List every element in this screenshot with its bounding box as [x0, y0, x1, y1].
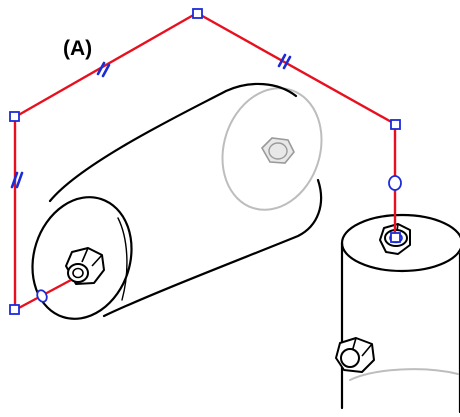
vertex-handle[interactable]: [192, 8, 203, 19]
side-nut-icon: [335, 337, 375, 373]
cylinder-body: [48, 82, 323, 318]
parallel-mark-icon: [96, 61, 111, 78]
vertex-handle[interactable]: [390, 119, 401, 130]
midpoint-handle[interactable]: [388, 175, 402, 191]
cylinder-rim-line: [117, 217, 128, 301]
cylinder-front-end: [31, 196, 133, 320]
label-a: (A): [63, 37, 92, 60]
vertical-cylinder-sides: [340, 241, 460, 414]
horizontal-cylinder: [31, 82, 323, 320]
vertical-cylinder: [335, 213, 460, 414]
vertex-handle[interactable]: [390, 232, 401, 243]
cylinder-back-end: [221, 87, 323, 211]
parallel-mark-icon: [277, 53, 292, 70]
front-nut-icon: [65, 247, 105, 285]
hidden-nut-icon: [261, 137, 295, 164]
vertex-handle[interactable]: [9, 111, 20, 122]
route-path[interactable]: [13, 11, 397, 312]
vertical-cylinder-hidden-base: [349, 368, 459, 381]
parallel-mark-icon: [10, 171, 24, 189]
midpoint-handle[interactable]: [35, 289, 48, 304]
vertex-handle[interactable]: [9, 304, 20, 315]
